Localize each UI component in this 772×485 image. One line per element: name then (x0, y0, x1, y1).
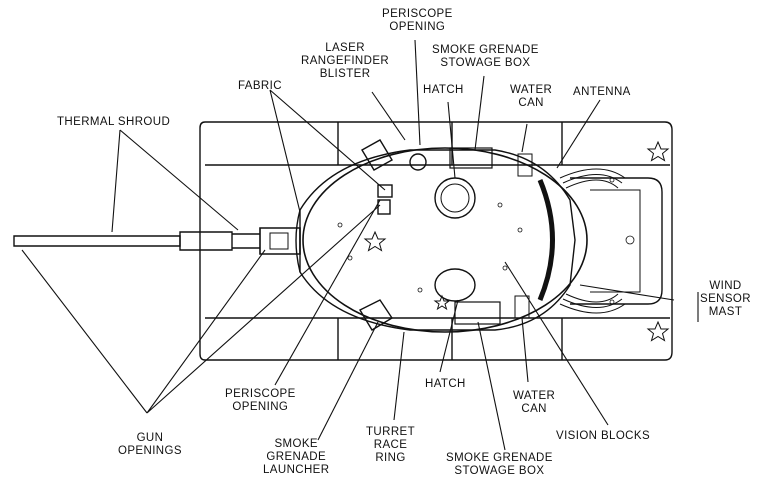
periscope-top (377, 184, 393, 198)
label-hatch-bottom: HATCH (425, 378, 466, 390)
periscope-bottom (377, 199, 391, 215)
laser-blister (409, 153, 427, 171)
engine-deck (570, 177, 663, 305)
stowage-box-bottom (454, 301, 501, 325)
label-fabric: FABRIC (238, 80, 282, 92)
thermal-shroud-section (179, 231, 233, 251)
label-thermal-shroud: THERMAL SHROUD (57, 116, 171, 128)
loader-hatch (434, 268, 476, 302)
vision-blocks (537, 179, 555, 301)
label-vision-blocks: VISION BLOCKS (556, 430, 651, 442)
label-antenna: ANTENNA (573, 86, 631, 98)
smoke-launcher (359, 299, 393, 331)
hull-outline (199, 121, 673, 361)
turret-race-ring (302, 147, 588, 333)
stowage-box-top (449, 147, 493, 169)
label-hatch-top: HATCH (423, 84, 464, 96)
gun-barrel (13, 235, 181, 247)
leader-lines (21, 39, 699, 451)
